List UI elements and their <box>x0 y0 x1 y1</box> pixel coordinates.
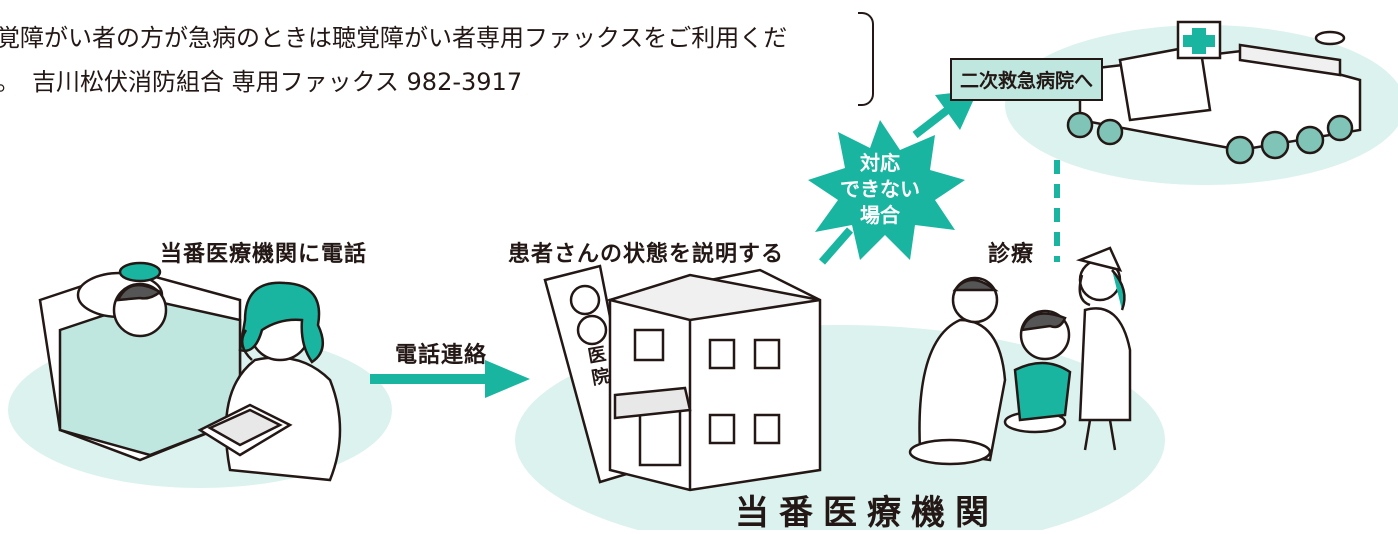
fax-notice-line-2: 。 吉川松伏消防組合 専用ファックス 982-3917 <box>0 68 523 96</box>
duty-hospital-label: 当番医療機関 <box>735 493 999 533</box>
doctor-scene <box>908 246 1132 466</box>
bed-scene <box>38 261 342 482</box>
call-arrow-label: 電話連絡 <box>395 343 488 368</box>
fax-notice-line-1: 覚障がい者の方が急病のときは聴覚障がい者専用ファックスをご利用くだ <box>0 24 788 52</box>
notice-bracket <box>858 12 874 106</box>
secondary-hospital-label: 二次救急病院へ <box>950 58 1104 101</box>
burst-line-2: できない <box>840 177 920 201</box>
burst-line-3: 場合 <box>860 203 900 227</box>
burst-line-1: 対応 <box>860 151 900 175</box>
step-call-label: 当番医療機関に電話 <box>160 242 368 267</box>
secondary-hospital-building <box>1066 20 1362 165</box>
step-treatment-label: 診療 <box>988 242 1035 267</box>
burst-label: 対応 できない 場合 <box>830 150 930 228</box>
call-arrow <box>370 360 530 398</box>
clinic-building <box>543 264 822 492</box>
step-explain-label: 患者さんの状態を説明する <box>508 242 785 267</box>
